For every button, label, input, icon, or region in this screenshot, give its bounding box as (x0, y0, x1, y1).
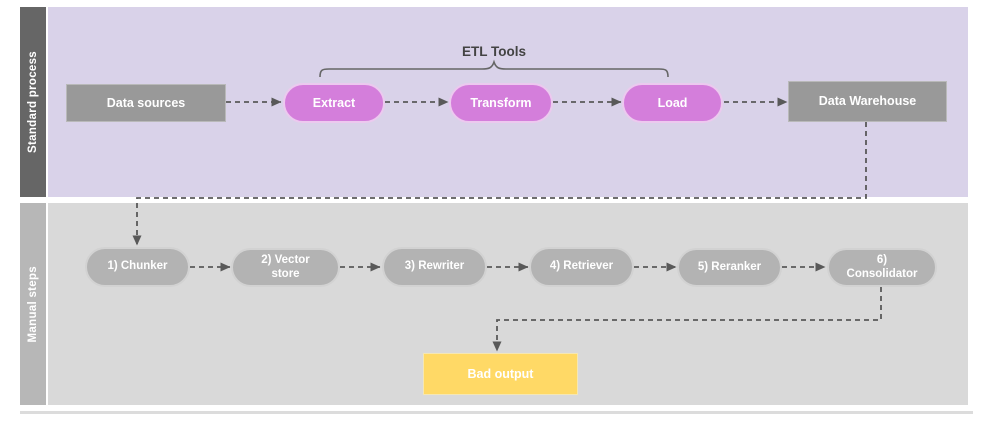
node-retriever[interactable]: 4) Retriever (529, 247, 634, 287)
etl-tools-label: ETL Tools (462, 44, 526, 59)
lane-header-manual-steps: Manual steps (20, 203, 46, 405)
node-vector-store[interactable]: 2) Vector store (231, 248, 340, 287)
lane-header-standard-process: Standard process (20, 7, 46, 197)
node-extract[interactable]: Extract (283, 83, 385, 123)
lane-label-standard-process: Standard process (27, 51, 39, 153)
lane-label-manual-steps: Manual steps (27, 265, 39, 343)
node-load[interactable]: Load (622, 83, 723, 123)
node-data-warehouse[interactable]: Data Warehouse (788, 81, 947, 122)
node-consolidator[interactable]: 6) Consolidator (827, 248, 937, 287)
node-rewriter[interactable]: 3) Rewriter (382, 247, 487, 287)
node-bad-output[interactable]: Bad output (423, 353, 578, 395)
node-reranker[interactable]: 5) Reranker (677, 248, 782, 287)
node-data-sources[interactable]: Data sources (66, 84, 226, 122)
node-transform[interactable]: Transform (449, 83, 553, 123)
node-chunker[interactable]: 1) Chunker (85, 247, 190, 287)
bottom-divider (20, 411, 973, 414)
